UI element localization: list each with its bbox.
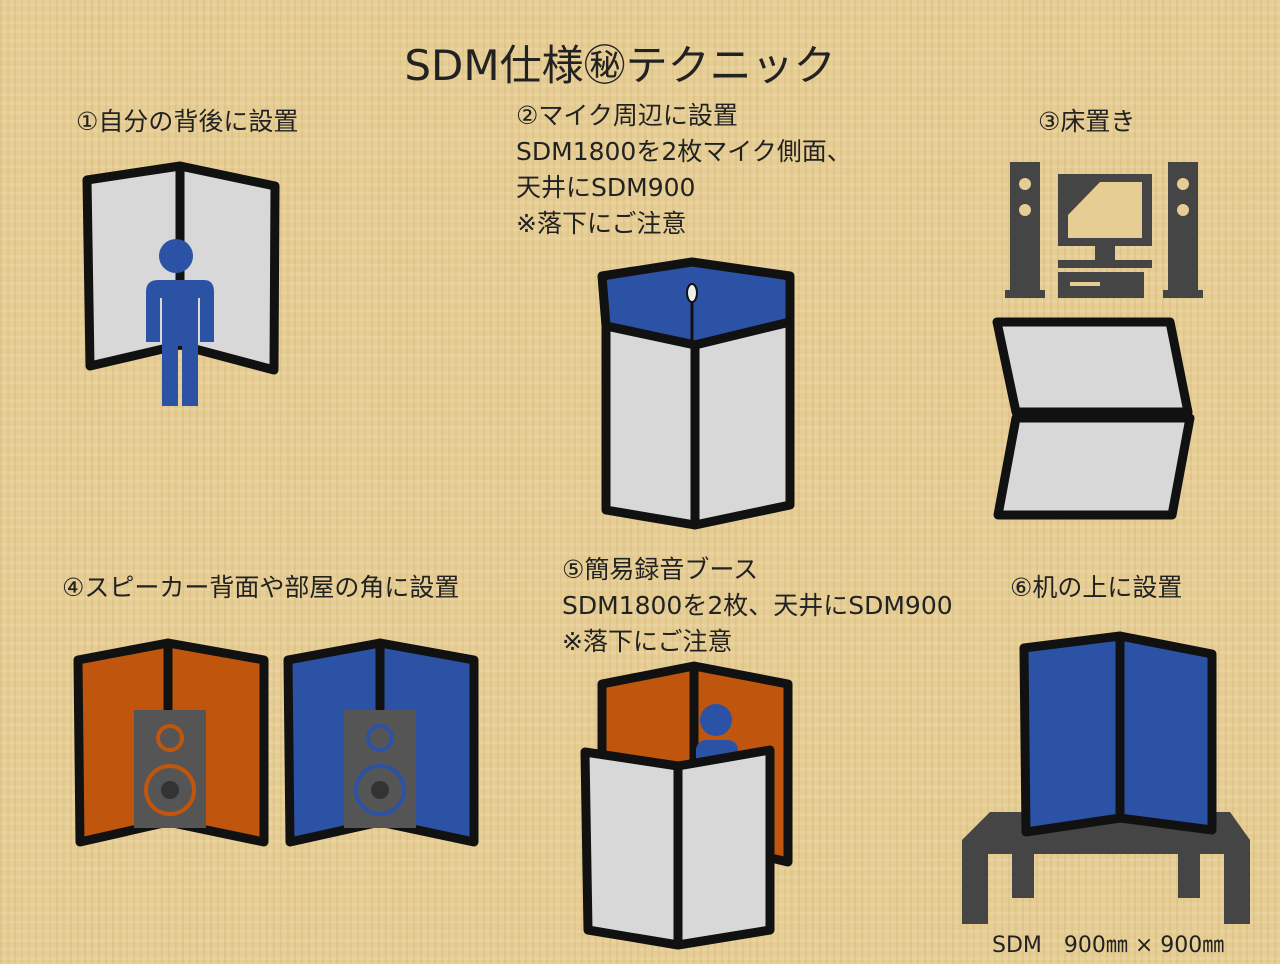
speaker-icon	[1163, 162, 1203, 298]
size-label: SDM 900㎜ × 900㎜	[992, 933, 1225, 958]
speaker-corner-blue	[283, 638, 479, 847]
line: SDM1800を2枚、天井にSDM900	[562, 591, 953, 620]
line: 天井にSDM900	[516, 173, 696, 202]
floor-setup	[992, 162, 1203, 520]
speaker-corner-orange	[73, 638, 269, 847]
section-3-label: ③床置き	[1038, 107, 1136, 136]
section-4-label: ④スピーカー背面や部屋の角に設置	[62, 573, 460, 602]
page-title: SDM仕様㊙テクニック	[404, 41, 836, 90]
section-1-label: ①自分の背後に設置	[76, 107, 299, 136]
section-6-label: ⑥机の上に設置	[1010, 573, 1183, 602]
microphone-icon	[686, 283, 698, 345]
line: ⑤簡易録音ブース	[562, 555, 759, 584]
person-icon	[146, 239, 214, 406]
section-5-label: ⑤簡易録音ブース SDM1800を2枚、天井にSDM900 ※落下にご注意	[562, 552, 953, 660]
behind-you-panels	[82, 161, 280, 406]
line: ※落下にご注意	[516, 209, 687, 238]
monitor-icon	[1058, 174, 1152, 298]
speaker-icon	[344, 710, 416, 828]
line: ※落下にご注意	[562, 627, 733, 656]
line: SDM1800を2枚マイク側面、	[516, 137, 852, 166]
speaker-icon	[1005, 162, 1045, 298]
mic-booth	[597, 257, 795, 530]
section-2-label: ②マイク周辺に設置 SDM1800を2枚マイク側面、 天井にSDM900 ※落下…	[516, 98, 852, 242]
line: ②マイク周辺に設置	[516, 101, 738, 130]
speaker-icon	[134, 710, 206, 828]
recording-booth	[580, 661, 793, 950]
desk-setup	[962, 631, 1250, 924]
